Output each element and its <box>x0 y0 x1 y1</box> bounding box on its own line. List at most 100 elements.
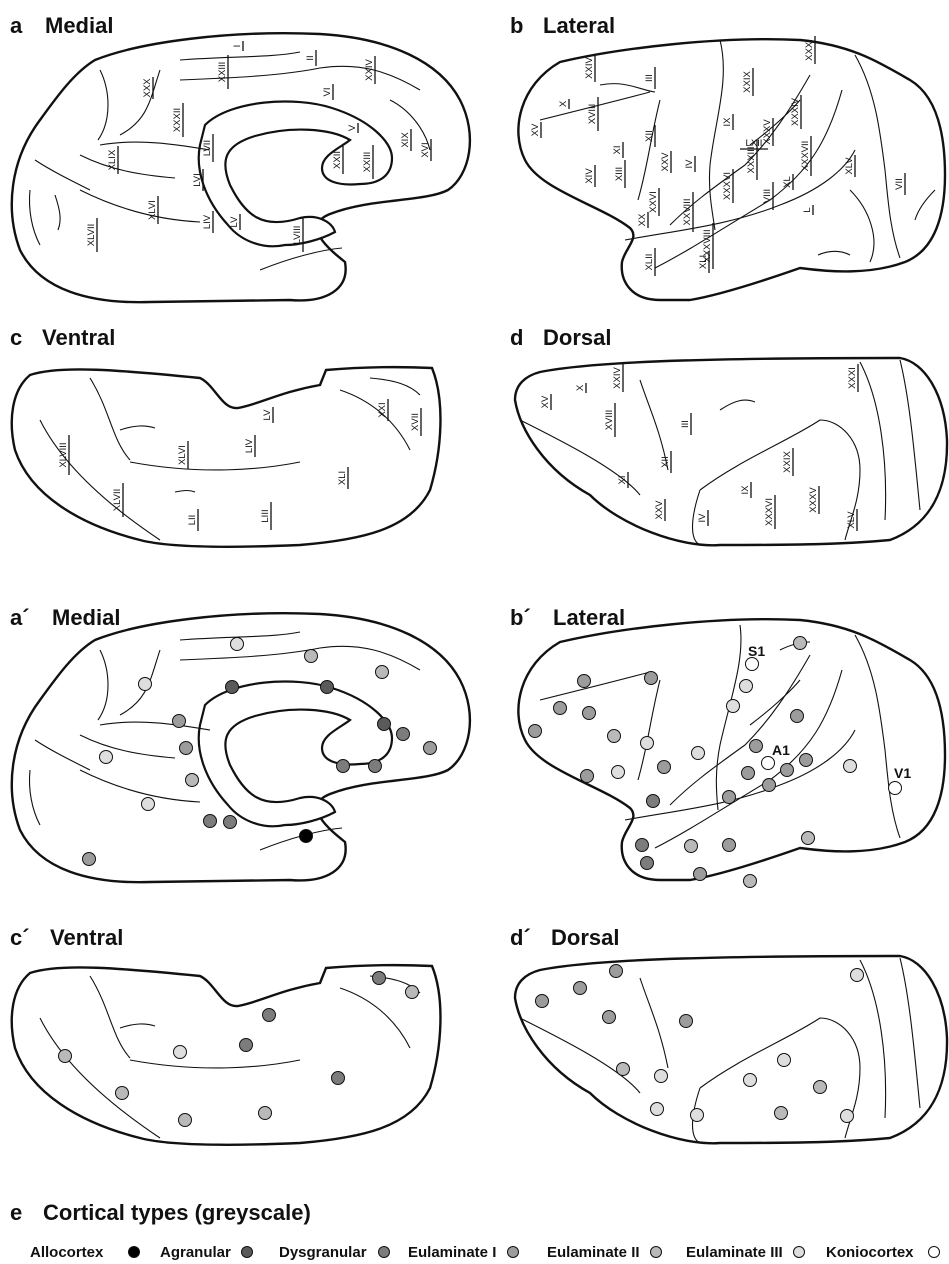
region-label: XII <box>660 456 671 468</box>
region-label: XXXVI <box>722 172 733 200</box>
legend-label: Eulaminate I <box>408 1244 496 1261</box>
legend-swatch <box>129 1247 140 1258</box>
region-label: X <box>558 100 569 107</box>
sample-dot <box>691 1109 704 1122</box>
sample-dot <box>744 875 757 888</box>
panel-b2-lateral: b´ Lateral S1 A1 V1 <box>510 605 945 888</box>
region-label: XXVI <box>648 191 659 213</box>
region-label: XL <box>782 176 793 188</box>
region-label: XXI <box>377 402 388 417</box>
legend-swatch <box>242 1247 253 1258</box>
sample-dot <box>727 700 740 713</box>
sample-dot <box>59 1050 72 1063</box>
legend-label: Eulaminate III <box>686 1244 783 1261</box>
sample-dot <box>814 1081 827 1094</box>
legend-label: Allocortex <box>30 1244 104 1261</box>
panel-b2-title: Lateral <box>553 605 625 630</box>
panel-a2-letter: a´ <box>10 605 30 630</box>
region-label: VI <box>322 88 333 97</box>
sample-dot <box>775 1107 788 1120</box>
region-label: VII <box>894 178 905 190</box>
sample-dot <box>651 1103 664 1116</box>
sample-dot <box>781 764 794 777</box>
sample-dot <box>746 658 759 671</box>
sample-dot <box>851 969 864 982</box>
sample-dot <box>529 725 542 738</box>
sample-dot <box>554 702 567 715</box>
region-label: XLI <box>698 255 709 269</box>
region-label: XLV <box>846 511 857 529</box>
sample-dot <box>802 832 815 845</box>
sample-dot <box>791 710 804 723</box>
region-label: XIX <box>400 132 411 148</box>
sample-dot <box>142 798 155 811</box>
panel-c-letter: c <box>10 325 22 350</box>
sample-dot <box>603 1011 616 1024</box>
legend-swatch <box>508 1247 519 1258</box>
sample-dot <box>612 766 625 779</box>
panel-d-letter: d <box>510 325 523 350</box>
region-label: XI <box>612 146 623 155</box>
region-label: XV <box>540 395 551 408</box>
legend-swatch <box>379 1247 390 1258</box>
region-label: LIV <box>244 438 255 453</box>
sample-dot <box>376 666 389 679</box>
panel-c2-ventral: c´ Ventral <box>10 925 440 1145</box>
region-label: LVIII <box>292 226 303 245</box>
legend-cortical-types: e Cortical types (greyscale) AllocortexA… <box>10 1200 940 1261</box>
region-label: XX <box>637 213 648 226</box>
region-label: XXXV <box>762 119 773 145</box>
legend-swatch <box>929 1247 940 1258</box>
region-label: IV <box>697 513 708 523</box>
region-label: XXXVII <box>800 141 811 172</box>
sample-dot <box>179 1114 192 1127</box>
legend-label: Agranular <box>160 1244 231 1261</box>
sample-dot <box>139 678 152 691</box>
sample-dot <box>655 1070 668 1083</box>
region-label: XXIII <box>217 62 228 83</box>
sample-dot <box>581 770 594 783</box>
sample-dot <box>369 760 382 773</box>
region-label: XLVIII <box>58 442 69 467</box>
sample-dot <box>173 715 186 728</box>
legend-label: Koniocortex <box>826 1244 914 1261</box>
region-label: IX <box>740 485 751 495</box>
region-label: LIV <box>202 214 213 229</box>
sample-dot <box>742 767 755 780</box>
sample-dot <box>610 965 623 978</box>
sample-dot <box>889 782 902 795</box>
region-label: LII <box>187 515 198 526</box>
panel-b-title: Lateral <box>543 13 615 38</box>
region-label: XXIII <box>362 152 373 173</box>
medial-hemisphere-outline <box>12 33 470 302</box>
region-label: LV <box>229 216 240 228</box>
sample-dot <box>692 747 705 760</box>
panel-a2-title: Medial <box>52 605 120 630</box>
region-label: XXV <box>660 152 671 172</box>
region-label: III <box>680 420 691 428</box>
region-label: XXV <box>654 500 665 520</box>
marker-v1: V1 <box>894 765 911 781</box>
sample-dot <box>397 728 410 741</box>
region-label: LVII <box>202 140 213 156</box>
sample-dot <box>424 742 437 755</box>
region-label: XXIX <box>742 71 753 93</box>
sample-dot <box>226 681 239 694</box>
sample-dot <box>685 840 698 853</box>
region-label: XVIII <box>604 410 615 431</box>
region-label: XI <box>617 476 628 485</box>
panel-b-letter: b <box>510 13 523 38</box>
sample-dot <box>373 972 386 985</box>
region-label: XXX <box>142 78 153 98</box>
region-label: XLVI <box>147 200 158 220</box>
sample-dot <box>83 853 96 866</box>
region-label: LV <box>262 409 273 421</box>
sample-dot <box>641 737 654 750</box>
region-label: XXXIV <box>790 97 801 126</box>
sample-dot <box>337 760 350 773</box>
region-label: XLVI <box>177 445 188 465</box>
